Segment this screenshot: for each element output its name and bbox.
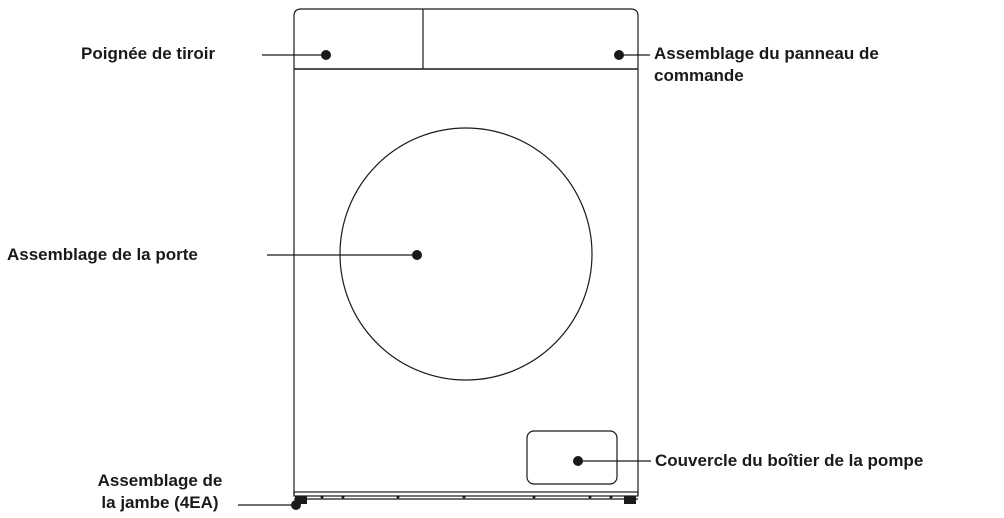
door-label: Assemblage de la porte — [7, 245, 198, 264]
base-hole — [609, 495, 613, 499]
base-hole — [341, 495, 345, 499]
dot-control-panel — [614, 50, 624, 60]
base-hole — [588, 495, 592, 499]
leg-left — [295, 496, 307, 504]
base-hole — [320, 495, 324, 499]
pump-cover-label: Couvercle du boîtier de la pompe — [655, 451, 924, 470]
control-panel-label: Assemblage du panneau de commande — [654, 43, 879, 87]
washer-body-outline — [293, 8, 639, 495]
door-circle — [339, 127, 593, 381]
dot-drawer-handle — [321, 50, 331, 60]
pump-cover-outline — [526, 430, 618, 485]
leg-label-line-1: Assemblage de — [97, 471, 223, 490]
control-panel-label-line-2: commande — [654, 66, 744, 85]
leg-right — [624, 496, 636, 504]
dot-pump-cover — [573, 456, 583, 466]
leg-label: Assemblage de la jambe (4EA) — [74, 470, 246, 514]
base-hole — [532, 495, 536, 499]
base-hole — [396, 495, 400, 499]
base-hole — [462, 495, 466, 499]
control-panel-label-line-1: Assemblage du panneau de — [654, 44, 879, 63]
drawer-handle-label: Poignée de tiroir — [81, 44, 216, 63]
leg-label-line-2: la jambe (4EA) — [101, 493, 219, 512]
dot-door — [412, 250, 422, 260]
base-strip — [293, 491, 639, 497]
